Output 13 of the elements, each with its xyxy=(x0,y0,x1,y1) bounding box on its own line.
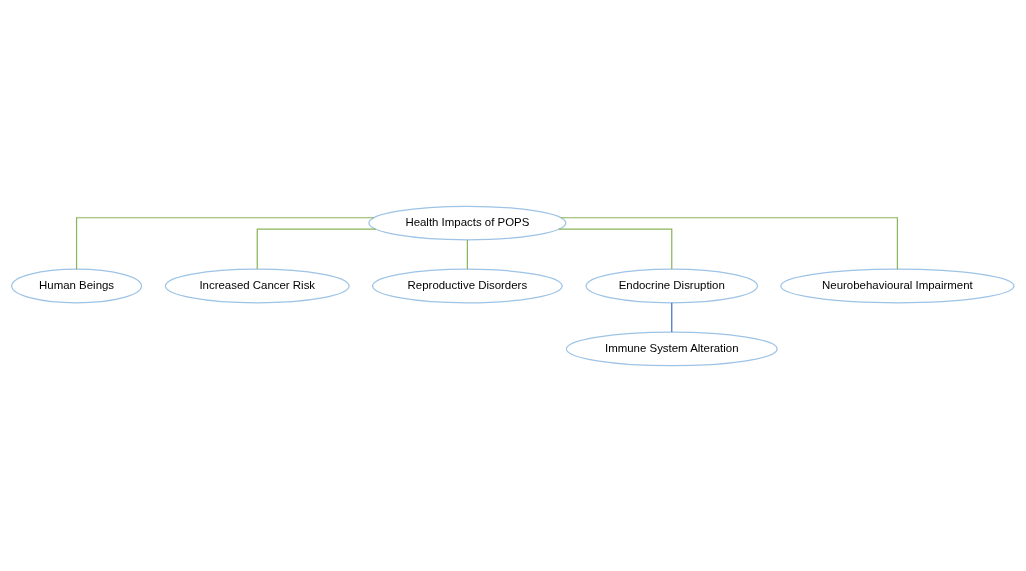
node-ellipse: Health Impacts of POPS xyxy=(368,205,567,240)
connector xyxy=(75,216,375,270)
node-ellipse: Increased Cancer Risk xyxy=(164,268,350,303)
node-ellipse: Human Beings xyxy=(11,268,143,303)
node-ellipse: Reproductive Disorders xyxy=(371,268,563,303)
connector xyxy=(671,301,673,333)
node-ellipse: Immune System Alteration xyxy=(565,331,778,366)
connector xyxy=(466,238,468,270)
node-ellipse: Neurobehavioural Impairment xyxy=(780,268,1015,303)
connector xyxy=(256,228,377,270)
connector xyxy=(558,228,673,270)
node-ellipse: Endocrine Disruption xyxy=(585,268,759,303)
connector xyxy=(560,216,899,270)
